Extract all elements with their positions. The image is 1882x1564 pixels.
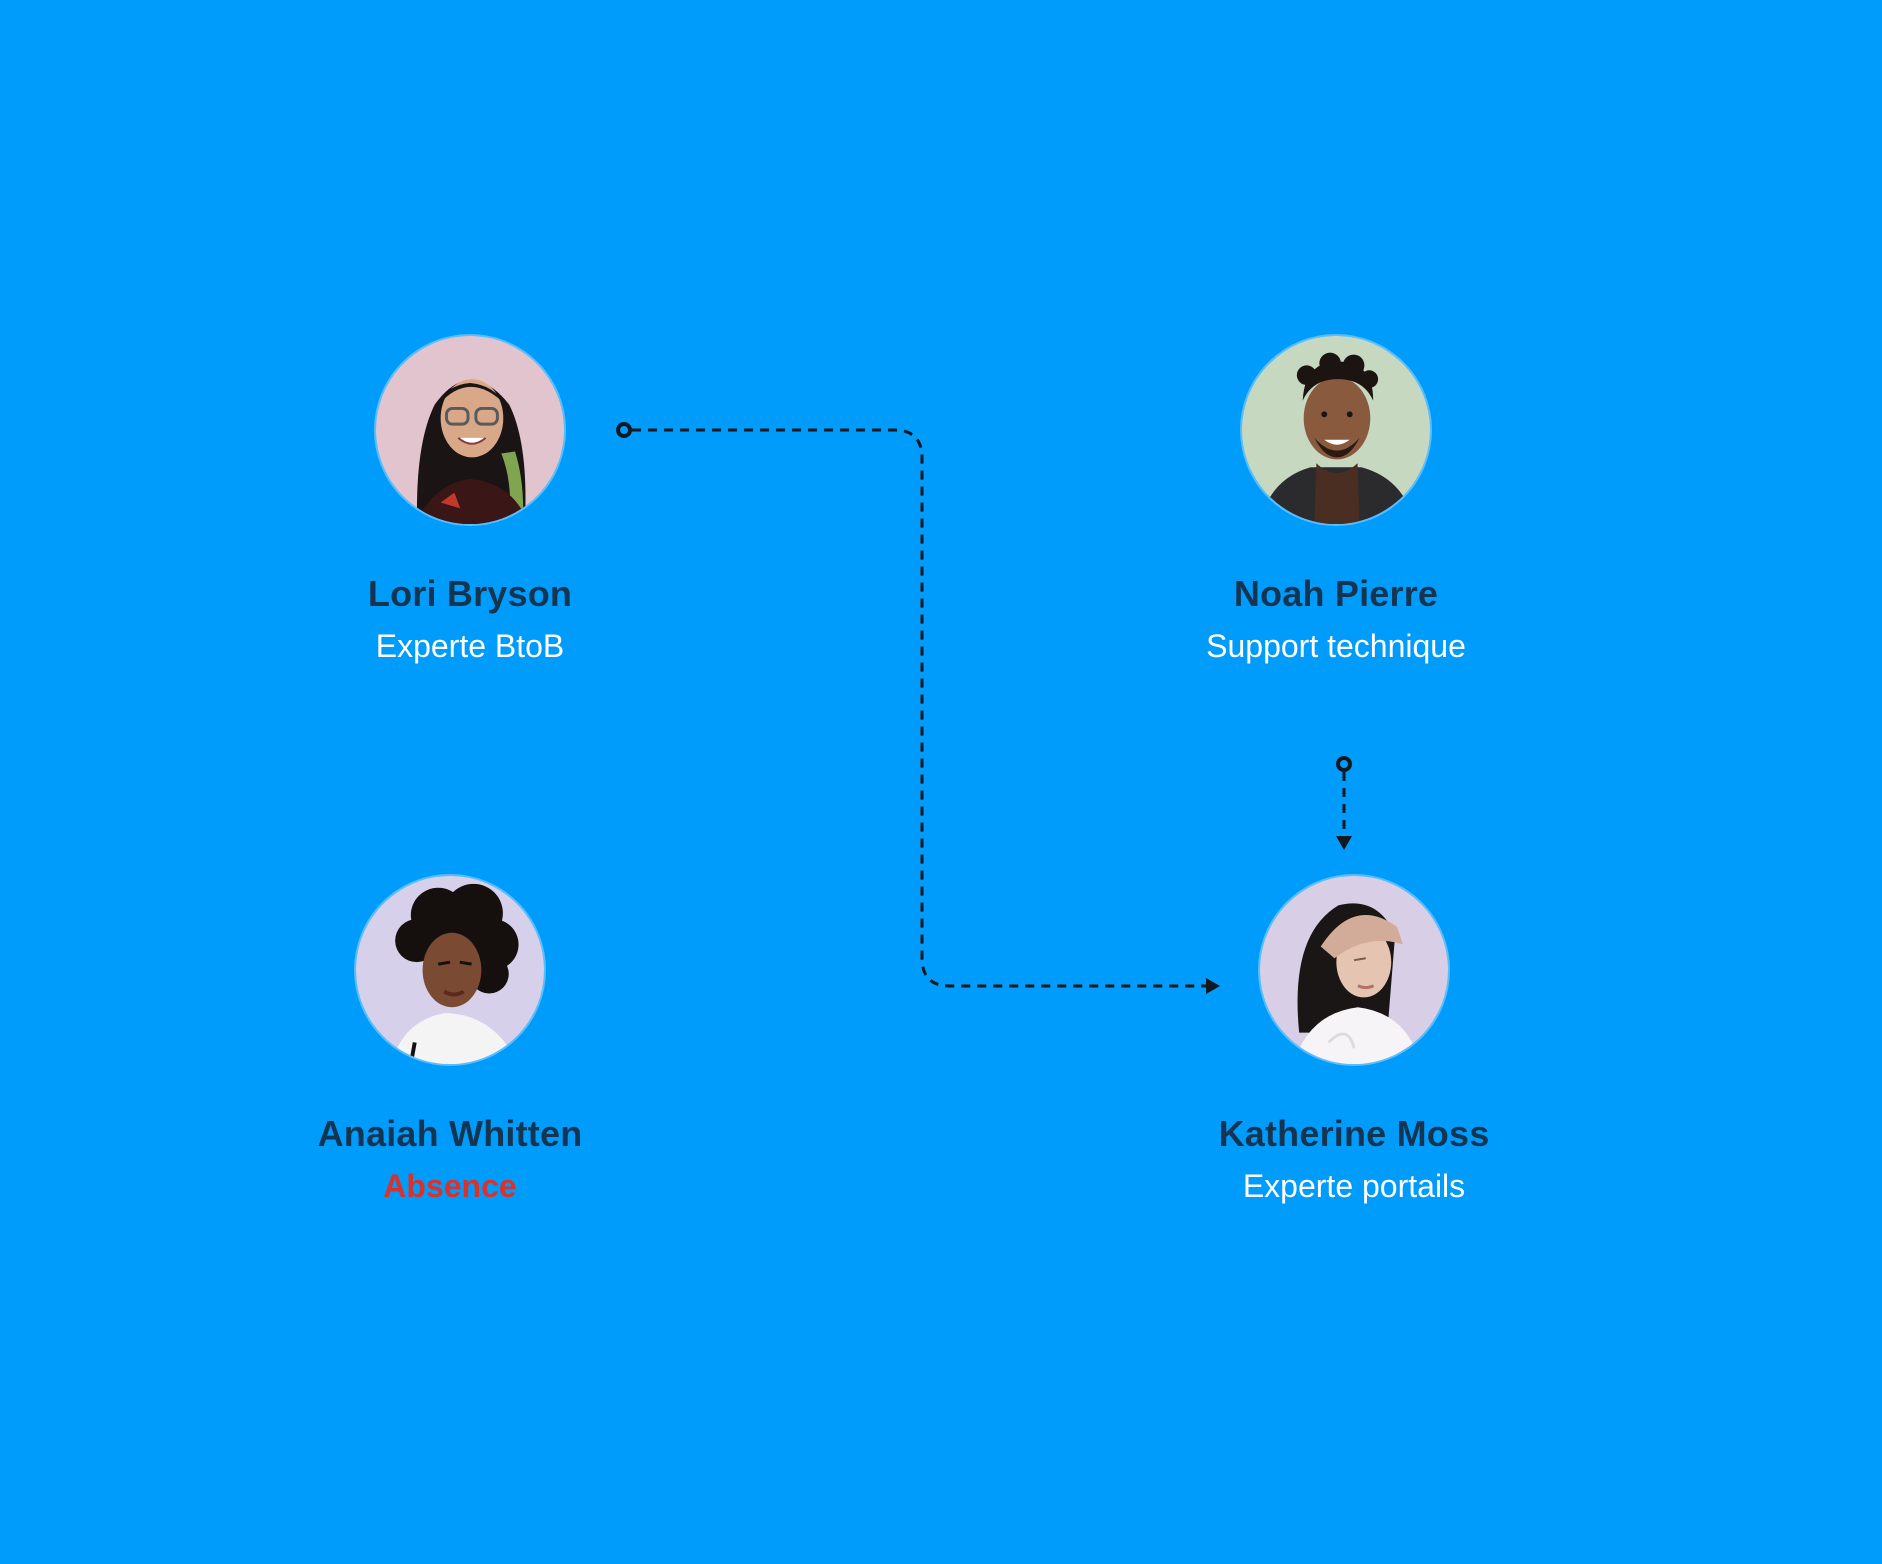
absence-status-label: Absence bbox=[240, 1166, 660, 1206]
man-turtleneck-avatar-icon bbox=[1240, 334, 1432, 526]
woman-hand-on-head-avatar-icon bbox=[1258, 874, 1450, 1066]
woman-curly-hair-avatar-icon bbox=[354, 874, 546, 1066]
woman-glasses-avatar-icon bbox=[374, 334, 566, 526]
person-role: Experte BtoB bbox=[260, 626, 680, 666]
person-card-lori[interactable]: Lori Bryson Experte BtoB bbox=[260, 334, 680, 674]
person-role: Support technique bbox=[1126, 626, 1546, 666]
connector-path bbox=[632, 430, 1208, 986]
person-card-noah[interactable]: Noah Pierre Support technique bbox=[1126, 334, 1546, 674]
person-card-anaiah[interactable]: Anaiah Whitten Absence bbox=[240, 874, 660, 1214]
arrowhead-icon bbox=[1336, 836, 1352, 850]
person-name: Anaiah Whitten bbox=[240, 1112, 660, 1156]
person-name: Noah Pierre bbox=[1126, 572, 1546, 616]
connector-noah-to-katherine bbox=[1336, 758, 1352, 850]
person-name: Katherine Moss bbox=[1144, 1112, 1564, 1156]
person-name: Lori Bryson bbox=[260, 572, 680, 616]
person-card-katherine[interactable]: Katherine Moss Experte portails bbox=[1144, 874, 1564, 1214]
connector-start-dot bbox=[1338, 758, 1350, 770]
person-role: Experte portails bbox=[1144, 1166, 1564, 1206]
